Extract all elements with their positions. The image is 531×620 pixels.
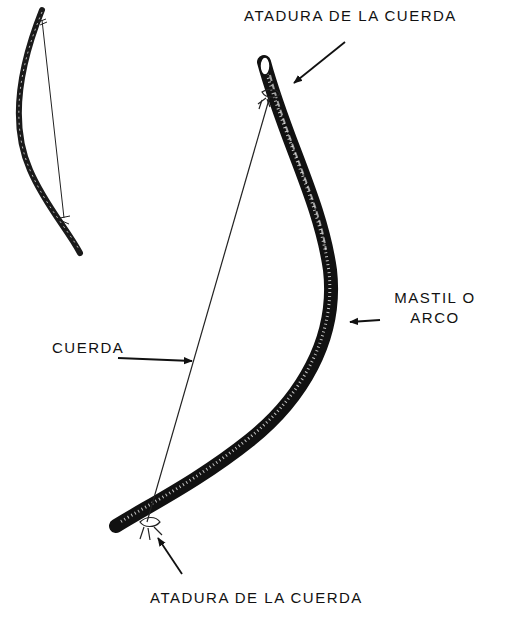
- part-label: ATADURA DE LA CUERDA: [244, 6, 457, 26]
- leader-arrow: [118, 42, 380, 574]
- part-label: CUERDA: [52, 338, 124, 358]
- string-tie: [140, 89, 280, 540]
- part-label: ATADURA DE LA CUERDA: [150, 588, 363, 608]
- part-label: MASTIL O ARCO: [380, 288, 490, 328]
- small-bow: [19, 10, 80, 253]
- bow-stick: [116, 57, 331, 526]
- bow-string: [147, 96, 270, 522]
